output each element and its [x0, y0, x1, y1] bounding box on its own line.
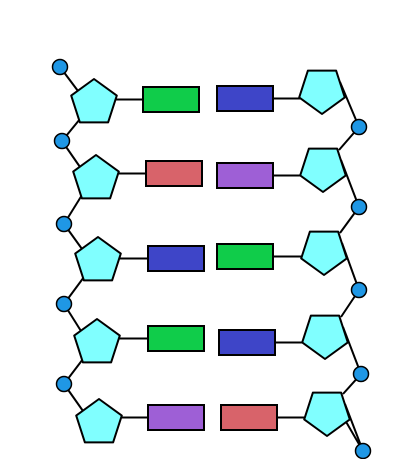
left-sugar-pentagon — [70, 78, 118, 124]
phosphate-layer — [51, 58, 372, 459]
left-base-red-base — [145, 160, 203, 187]
left-base-green-base — [147, 325, 205, 352]
right-base-green-base — [216, 243, 274, 270]
right-base-purple-base — [216, 162, 274, 189]
right-base-blue-base — [218, 329, 276, 356]
right-sugar-pentagon — [303, 391, 351, 437]
connector-layer — [114, 97, 307, 419]
left-phosphate-circle — [55, 295, 73, 313]
left-phosphate-circle — [55, 215, 73, 233]
left-base-purple-base — [147, 404, 205, 431]
left-sugar-pentagon — [72, 154, 120, 200]
right-phosphate-circle — [350, 118, 368, 136]
right-sugar-pentagon — [301, 314, 349, 360]
right-phosphate-circle — [354, 442, 372, 459]
left-phosphate-circle — [55, 375, 73, 393]
right-phosphate-circle — [350, 281, 368, 299]
left-sugar-pentagon — [75, 398, 123, 444]
right-sugar-pentagon — [300, 230, 348, 276]
left-base-green-base — [142, 86, 200, 113]
base-layer — [142, 85, 278, 431]
left-base-blue-base — [147, 245, 205, 272]
right-phosphate-circle — [352, 365, 370, 383]
left-phosphate-circle — [53, 132, 71, 150]
left-sugar-pentagon — [73, 318, 121, 364]
right-sugar-pentagon — [299, 147, 347, 193]
right-phosphate-circle — [350, 198, 368, 216]
left-sugar-pentagon — [74, 236, 122, 282]
right-sugar-pentagon — [298, 69, 346, 115]
sugar-layer — [70, 69, 351, 444]
right-base-red-base — [220, 404, 278, 431]
right-base-blue-base — [216, 85, 274, 112]
left-phosphate-circle — [51, 58, 69, 76]
